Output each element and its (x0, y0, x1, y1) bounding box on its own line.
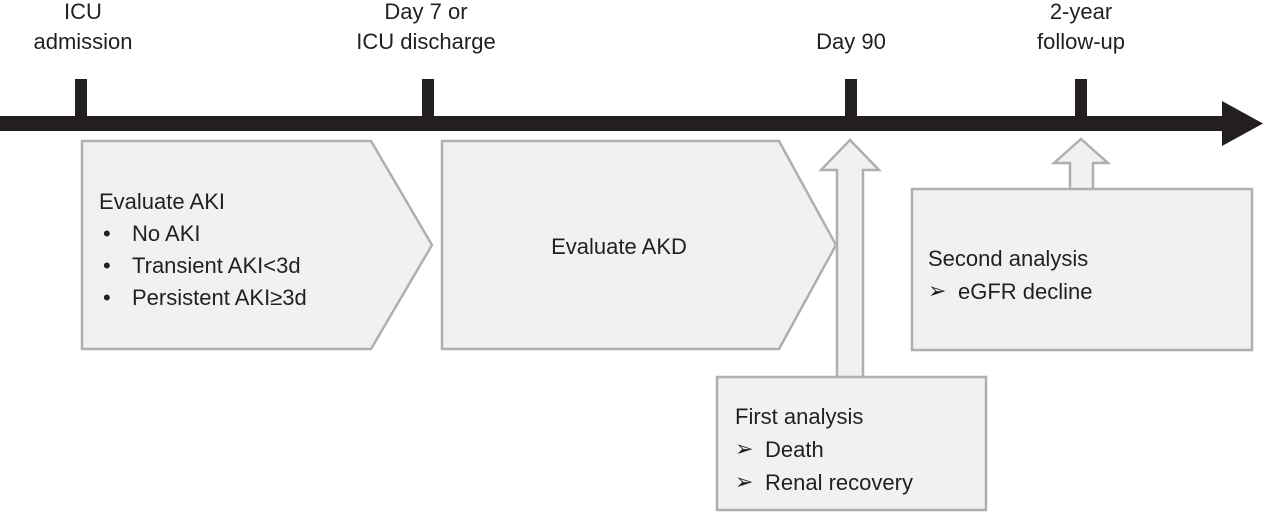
arrowhead-bullet-icon: ➢ (735, 437, 754, 462)
milestone-label-icu-admission: ICU admission (33, 0, 133, 54)
list-item: • Transient AKI<3d (99, 250, 409, 282)
tick-day90 (845, 79, 857, 117)
first-analysis-title: First analysis (735, 404, 864, 429)
milestone-label-day7-discharge: Day 7 or ICU discharge (356, 0, 496, 54)
list-item-label: Persistent AKI≥3d (132, 285, 307, 310)
list-item-label: No AKI (132, 221, 201, 246)
evaluate-aki-content: Evaluate AKI • No AKI • Transient AKI<3d… (99, 186, 409, 314)
second-analysis-content: Second analysis ➢ eGFR decline (928, 242, 1228, 308)
timeline-bar (0, 116, 1226, 131)
list-item: ➢ Renal recovery (735, 466, 975, 499)
milestone-label-day90: Day 90 (816, 29, 886, 54)
list-item: ➢ eGFR decline (928, 275, 1228, 308)
bullet-icon: • (103, 221, 111, 246)
bullet-icon: • (103, 253, 111, 278)
evaluate-aki-title: Evaluate AKI (99, 189, 225, 214)
list-item: • Persistent AKI≥3d (99, 282, 409, 314)
list-item-label: Death (765, 437, 824, 462)
list-item: ➢ Death (735, 433, 975, 466)
list-item-label: Renal recovery (765, 470, 913, 495)
tick-icu-admission (75, 79, 87, 117)
tick-two-year (1075, 79, 1087, 117)
bullet-icon: • (103, 285, 111, 310)
evaluate-akd-title: Evaluate AKD (551, 234, 687, 259)
timeline-arrow (0, 79, 1263, 146)
list-item-label: eGFR decline (958, 279, 1093, 304)
box-second-analysis (910, 187, 1254, 352)
first-analysis-content: First analysis ➢ Death ➢ Renal recovery (735, 400, 975, 499)
milestone-label-two-year: 2-year follow-up (1036, 0, 1126, 54)
tick-day7-discharge (422, 79, 434, 117)
chevron-evaluate-akd (440, 139, 838, 351)
list-item-label: Transient AKI<3d (132, 253, 301, 278)
list-item: • No AKI (99, 218, 409, 250)
up-arrow-first-analysis-icon (818, 138, 882, 387)
second-analysis-title: Second analysis (928, 246, 1089, 271)
arrowhead-bullet-icon: ➢ (735, 470, 754, 495)
chevron-evaluate-aki (80, 139, 434, 351)
timeline-arrowhead-icon (1222, 101, 1263, 146)
arrowhead-bullet-icon: ➢ (928, 279, 947, 304)
box-first-analysis (715, 375, 988, 512)
